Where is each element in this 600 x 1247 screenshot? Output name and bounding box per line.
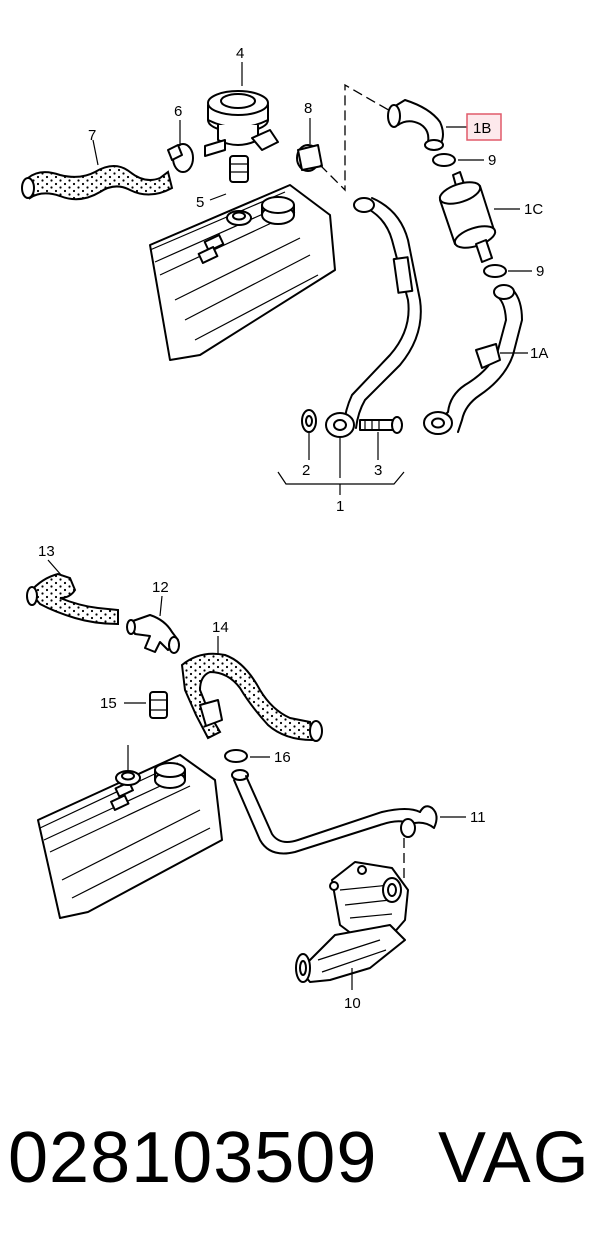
part-4-valve bbox=[204, 62, 279, 157]
label-8: 8 bbox=[304, 100, 312, 117]
label-6: 6 bbox=[174, 103, 182, 120]
bracket-1 bbox=[277, 471, 405, 495]
part-8-clamp bbox=[296, 118, 323, 172]
part-1-pipe bbox=[325, 197, 422, 438]
label-15: 15 bbox=[100, 695, 117, 712]
part-10-separator bbox=[295, 861, 409, 990]
part-12-tpiece bbox=[126, 595, 180, 654]
highlight-box-1B bbox=[466, 113, 502, 141]
label-1B: 1B bbox=[473, 120, 491, 137]
label-14: 14 bbox=[212, 619, 229, 636]
engine-block-lower bbox=[37, 745, 223, 919]
part-5-grommet bbox=[209, 155, 252, 226]
label-16: 16 bbox=[274, 749, 291, 766]
label-1: 1 bbox=[336, 498, 344, 515]
label-5: 5 bbox=[196, 194, 204, 211]
label-12: 12 bbox=[152, 579, 169, 596]
label-2: 2 bbox=[302, 462, 310, 479]
part-14-hose bbox=[180, 636, 323, 742]
part-1A-hose bbox=[423, 284, 528, 435]
brand-name: VAG bbox=[438, 1118, 591, 1198]
dashed-connector-top bbox=[319, 83, 393, 192]
part-9-clamp-upper bbox=[432, 153, 484, 167]
label-13: 13 bbox=[38, 543, 55, 560]
label-3: 3 bbox=[374, 462, 382, 479]
part-1C-filter bbox=[438, 171, 520, 263]
label-7: 7 bbox=[88, 127, 96, 144]
label-4: 4 bbox=[236, 45, 244, 62]
label-1A: 1A bbox=[530, 345, 548, 362]
engine-block-upper bbox=[149, 184, 336, 361]
part-16-clamp bbox=[224, 749, 270, 781]
part-3-bolt bbox=[359, 416, 403, 460]
footer: 028103509 VAG bbox=[0, 1108, 600, 1208]
callout-labels: 4 6 7 8 5 1B 9 1C 9 1A 2 3 1 13 12 14 15… bbox=[38, 45, 548, 1012]
label-10: 10 bbox=[344, 995, 361, 1012]
part-15-grommet bbox=[124, 691, 168, 719]
label-9-lower: 9 bbox=[536, 263, 544, 280]
part-2-washer bbox=[301, 409, 317, 460]
part-6-clamp bbox=[167, 120, 194, 173]
part-1B-elbow bbox=[387, 99, 468, 151]
label-1C: 1C bbox=[524, 201, 543, 218]
part-7-hose bbox=[21, 139, 174, 201]
label-9-upper: 9 bbox=[488, 152, 496, 169]
part-number: 028103509 bbox=[8, 1118, 378, 1198]
part-11-pipe bbox=[233, 775, 466, 855]
label-11: 11 bbox=[470, 809, 486, 826]
part-9-clamp-lower bbox=[483, 264, 532, 278]
part-13-hose bbox=[26, 559, 119, 626]
